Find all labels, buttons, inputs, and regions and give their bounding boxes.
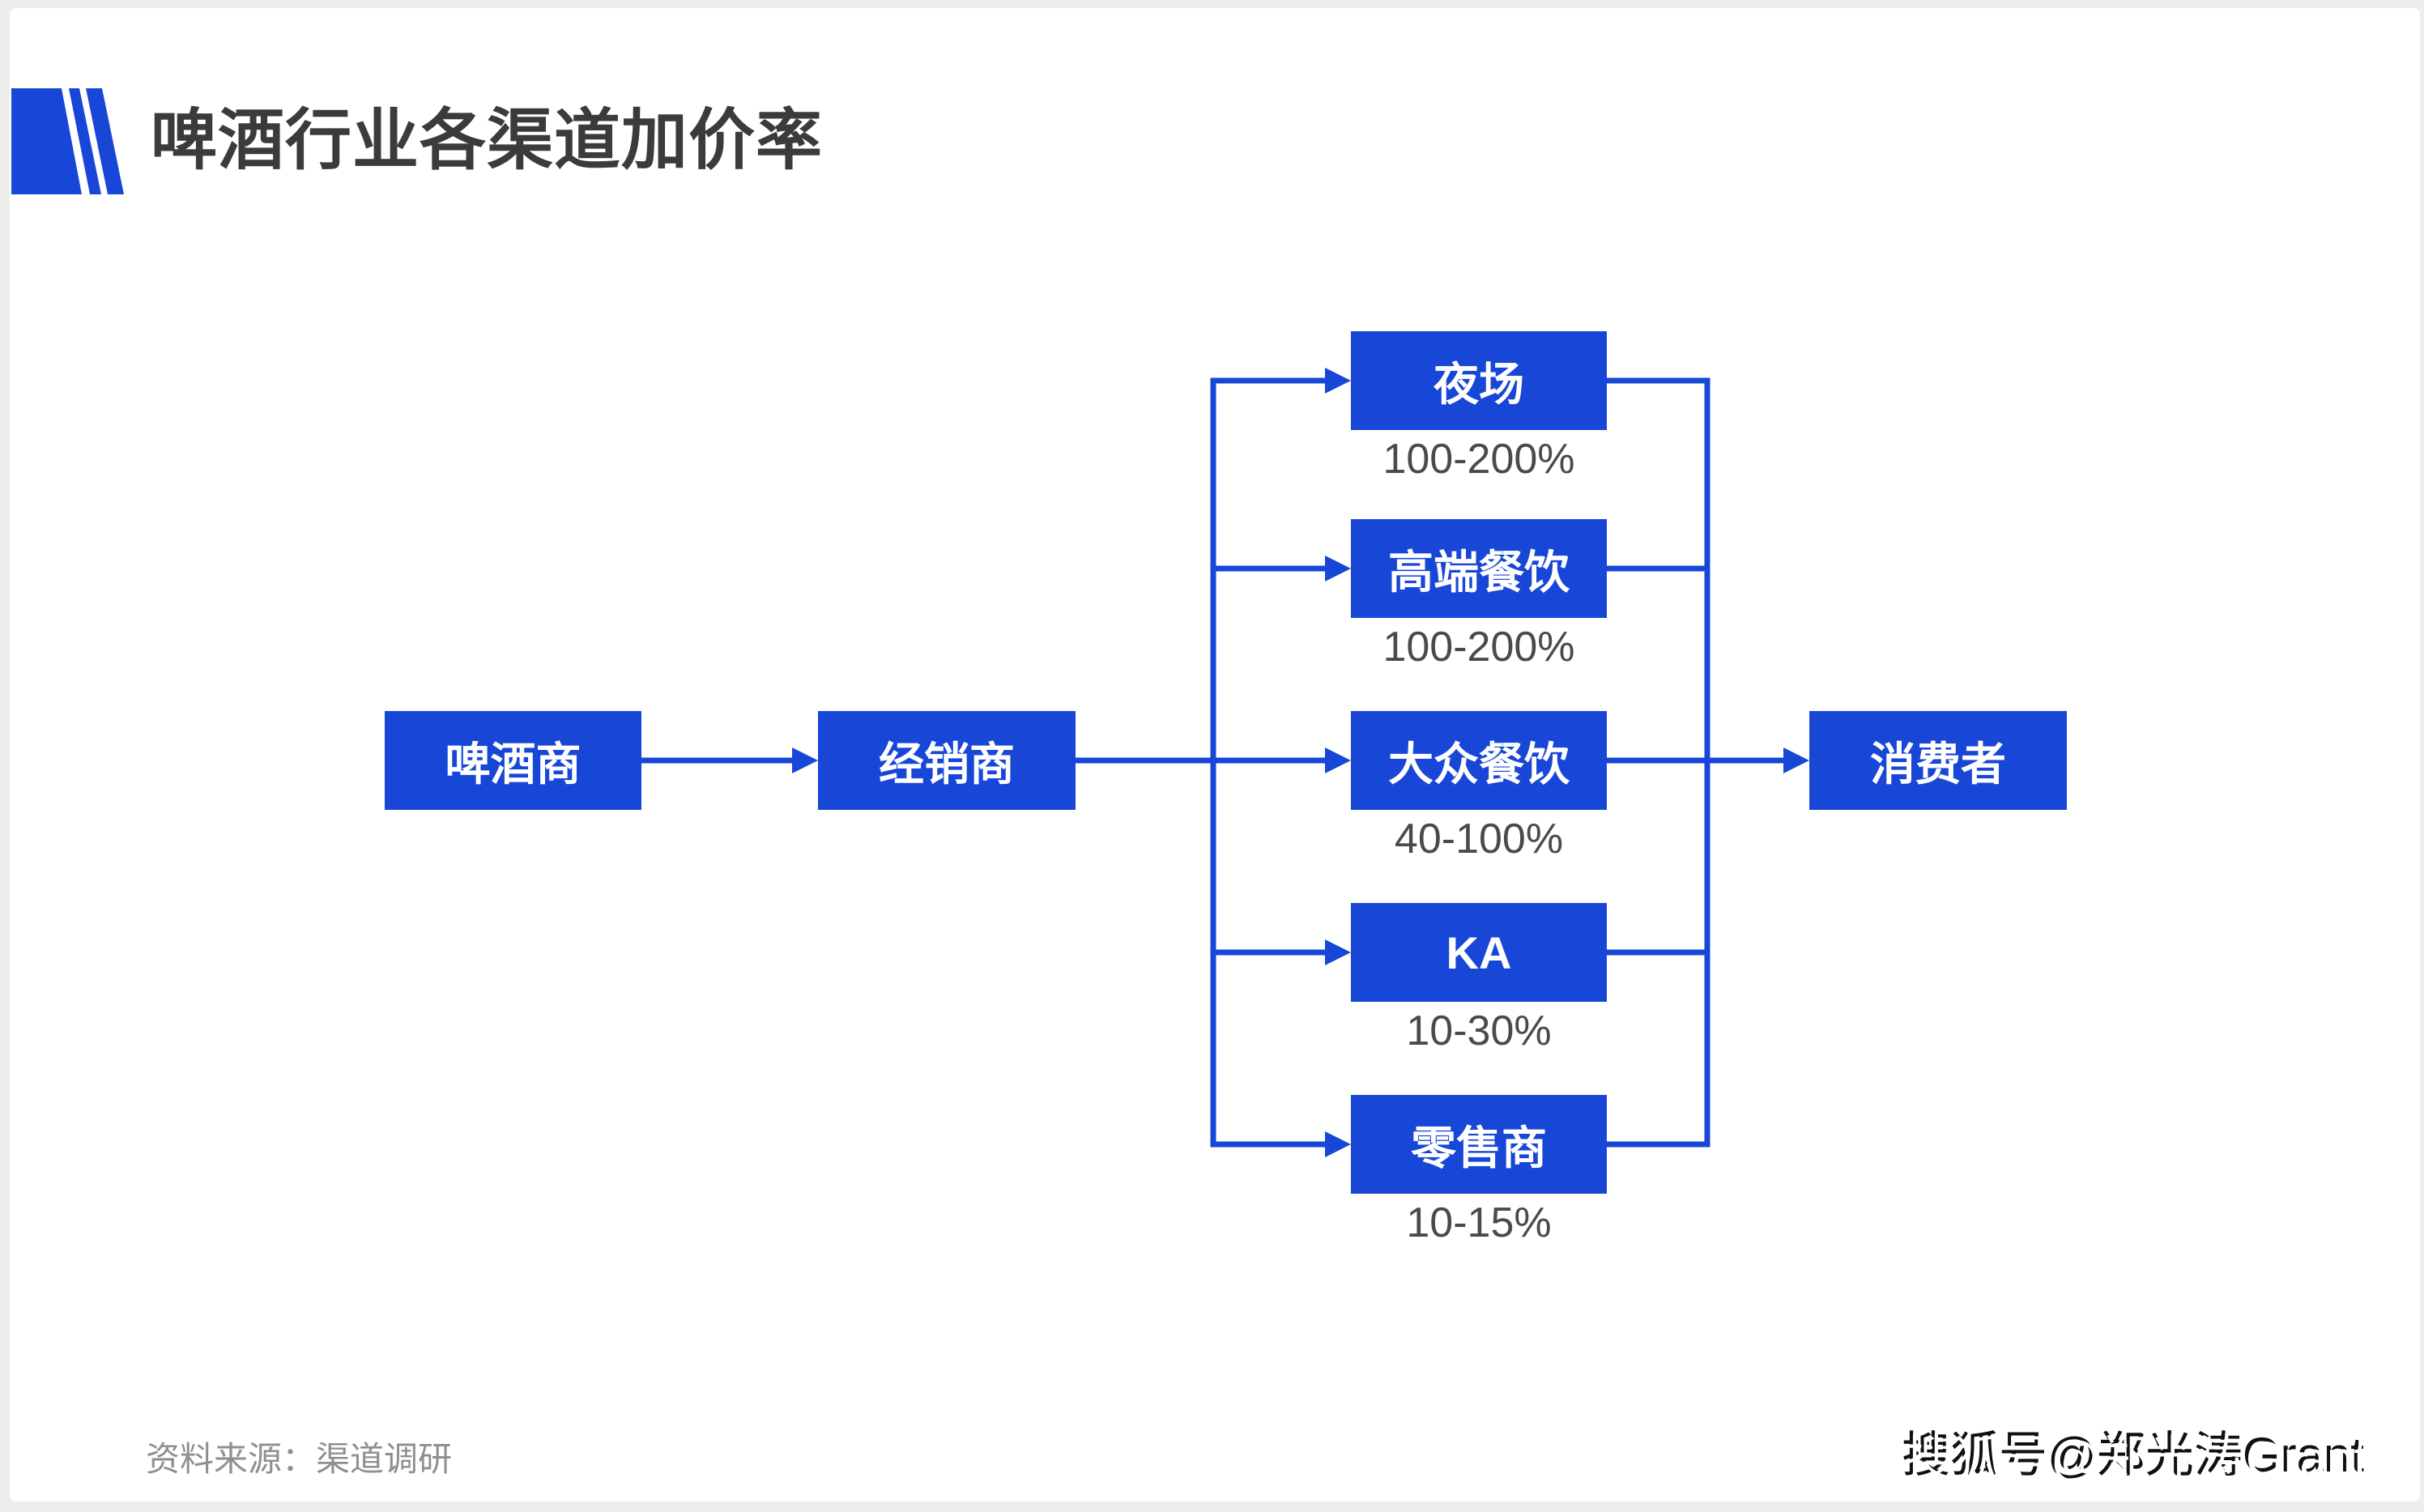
node-channel-retailer: 零售商	[1351, 1095, 1607, 1194]
brand-stripes-icon	[11, 88, 124, 194]
watermark: 搜狐号@郑光涛Grant	[1905, 1432, 2367, 1486]
page-title: 啤酒行业各渠道加价率	[151, 104, 824, 177]
markup-rate-retailer: 10-15%	[1406, 1199, 1552, 1246]
node-channel-highend-dining: 高端餐饮	[1351, 519, 1607, 618]
markup-rate-ka: 10-30%	[1406, 1007, 1552, 1054]
node-beer-producer: 啤酒商	[385, 711, 641, 810]
node-channel-nightclub: 夜场	[1351, 331, 1607, 430]
node-channel-mass-dining: 大众餐饮	[1351, 711, 1607, 810]
node-distributor: 经销商	[818, 711, 1076, 810]
node-consumer: 消费者	[1809, 711, 2067, 810]
markup-rate-highend-dining: 100-200%	[1382, 624, 1575, 671]
markup-rate-mass-dining: 40-100%	[1394, 816, 1564, 862]
node-channel-ka: KA	[1351, 903, 1607, 1002]
slide-card: 啤酒行业各渠道加价率	[10, 8, 2420, 1501]
source-note: 资料来源：渠道调研	[146, 1440, 453, 1478]
markup-rate-nightclub: 100-200%	[1382, 436, 1575, 483]
